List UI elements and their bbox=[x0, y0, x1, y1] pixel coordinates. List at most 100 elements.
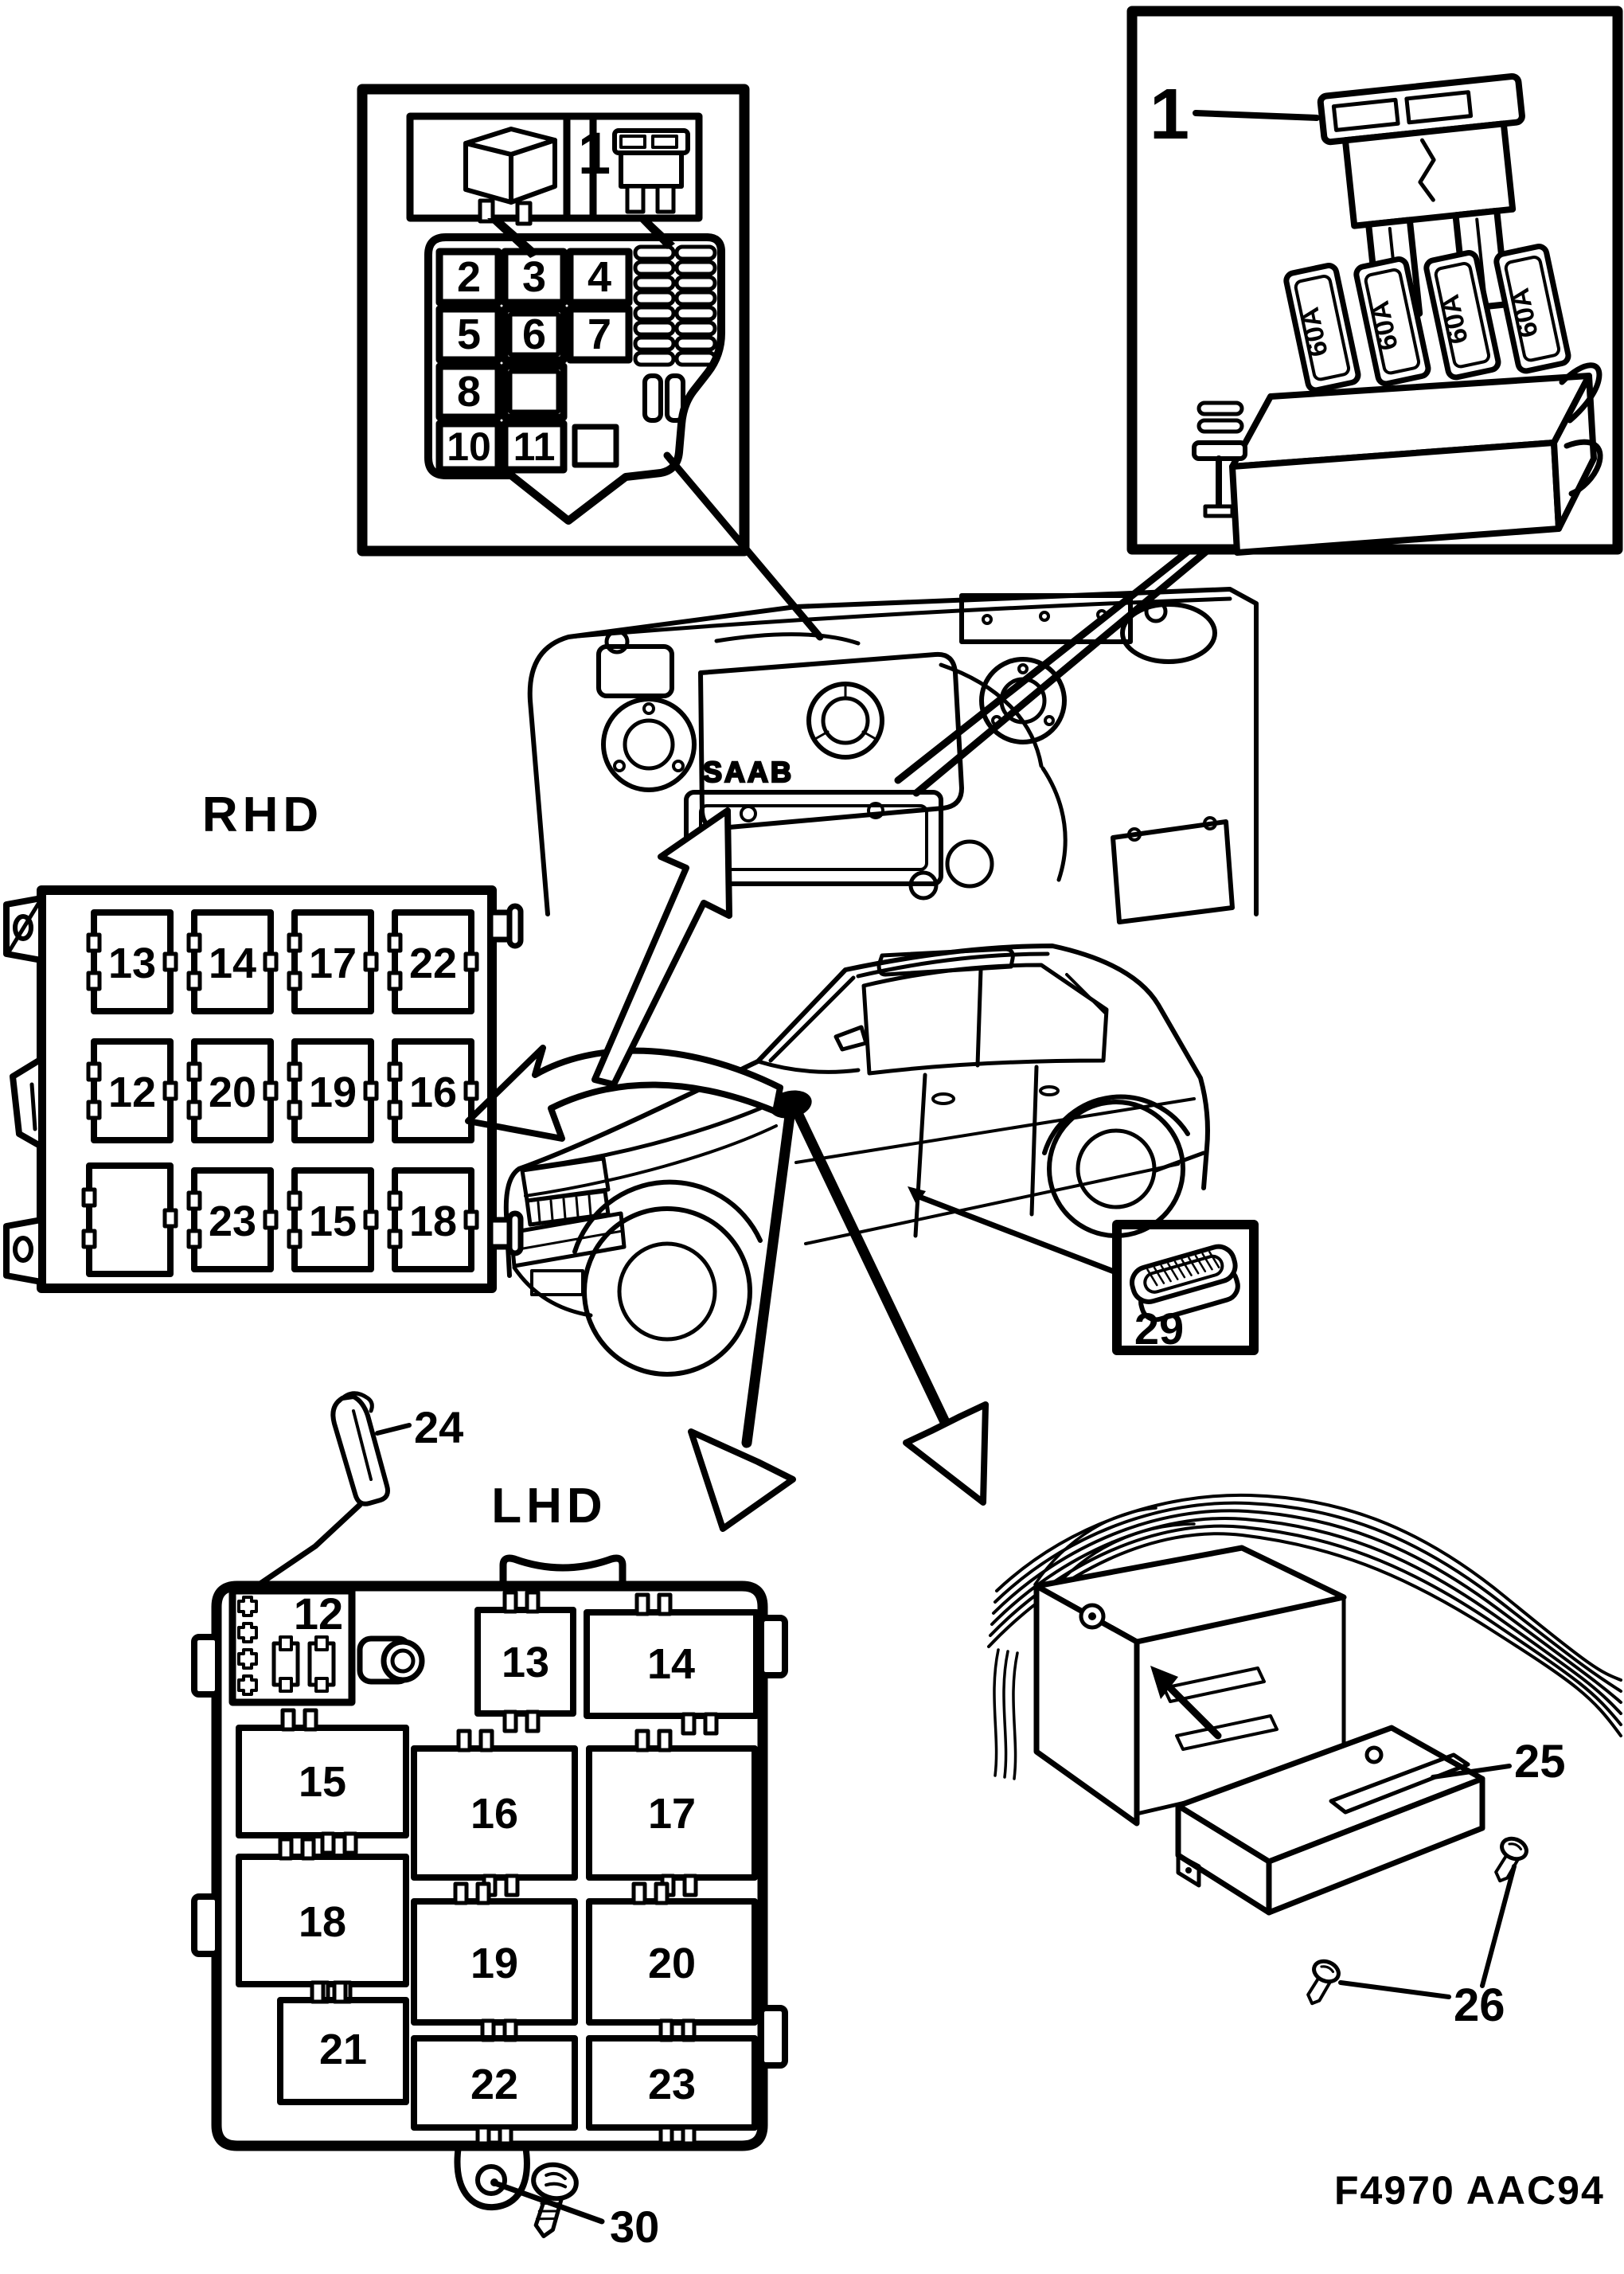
rhd-13: 13 bbox=[108, 940, 156, 987]
lhd-title: LHD bbox=[491, 1479, 607, 1534]
rhd-14: 14 bbox=[209, 940, 256, 987]
rhd-18: 18 bbox=[409, 1198, 457, 1245]
bay-relay-box bbox=[959, 593, 1133, 644]
lhd-14: 14 bbox=[647, 1640, 695, 1688]
fuse-callout-1: 1 bbox=[1150, 75, 1189, 154]
part-label-25: 25 bbox=[1514, 1736, 1566, 1788]
rhd-socket: 18 bbox=[387, 1167, 479, 1272]
ecu-bracket bbox=[1033, 1545, 1347, 1827]
wiring-harness bbox=[987, 1493, 1622, 1780]
rhd-socket: 22 bbox=[387, 909, 479, 1014]
relay-detail-box: 1 2 3 bbox=[357, 84, 750, 557]
callout-leader bbox=[1338, 1980, 1451, 1999]
callout-leader bbox=[1480, 1864, 1517, 1988]
hose bbox=[1040, 766, 1068, 882]
strut-tower-left bbox=[601, 697, 697, 792]
relay-slot-10: 10 bbox=[447, 424, 491, 469]
relay-panel-outline bbox=[424, 233, 725, 525]
lhd-16: 16 bbox=[470, 1790, 518, 1838]
rhd-socket: 19 bbox=[287, 1038, 379, 1143]
callout-leader bbox=[375, 1423, 412, 1436]
lhd-13: 13 bbox=[502, 1639, 549, 1686]
leader-to-relay-29 bbox=[908, 1186, 1119, 1276]
fuse-strip bbox=[633, 244, 717, 367]
relay-29-detail-box: 29 bbox=[1112, 1220, 1259, 1355]
relay-slot-3: 3 bbox=[522, 253, 546, 301]
lhd-20: 20 bbox=[648, 1940, 696, 1987]
lhd-socket: 17 bbox=[586, 1729, 758, 1897]
lhd-socket: 18 bbox=[236, 1837, 409, 2004]
relay-slot-6: 6 bbox=[522, 311, 546, 358]
holder-clamp bbox=[1192, 400, 1247, 518]
ecu-screw-icon bbox=[1306, 1959, 1341, 2006]
callout-leader bbox=[1431, 1764, 1512, 1780]
pulley bbox=[945, 839, 994, 889]
rhd-socket: 15 bbox=[287, 1167, 379, 1272]
rhd-title: RHD bbox=[202, 787, 323, 842]
insert-arrow-icon bbox=[1150, 1666, 1178, 1699]
rhd-12: 12 bbox=[108, 1069, 156, 1116]
relay-slot-2: 2 bbox=[457, 253, 481, 301]
callout-leader bbox=[492, 2180, 605, 2225]
lhd-socket: 21 bbox=[277, 1980, 409, 2105]
rhd-socket-empty bbox=[81, 1162, 178, 1277]
arrow-down-left-to-lhd-icon bbox=[688, 1104, 796, 1532]
arrow-up-to-engine-bay-icon bbox=[591, 807, 732, 1088]
pulley bbox=[908, 870, 939, 901]
side-tab bbox=[191, 1634, 221, 1698]
fuse-callout-1: 1 bbox=[578, 120, 611, 186]
relay-slot-7: 7 bbox=[588, 311, 611, 358]
ecu-screw-icon bbox=[1494, 1836, 1528, 1883]
callout-leader bbox=[1193, 110, 1320, 121]
rhd-16: 16 bbox=[409, 1069, 457, 1116]
washer-reservoir bbox=[596, 629, 674, 698]
ecu-module-icon bbox=[1175, 1725, 1485, 1916]
side-windows bbox=[861, 963, 1109, 1076]
mounting-bracket bbox=[3, 895, 45, 963]
grommet bbox=[357, 1635, 425, 1685]
lhd-fuse-block-12: 12 bbox=[228, 1587, 356, 1706]
rhd-15: 15 bbox=[309, 1198, 357, 1245]
maxi-fuse-detail-box: 1 60A 60A 60A 60A bbox=[894, 6, 1623, 797]
lhd-18: 18 bbox=[299, 1898, 346, 1946]
rhd-socket: 16 bbox=[387, 1038, 479, 1143]
lhd-15: 15 bbox=[299, 1758, 346, 1806]
blade-fuse-icon bbox=[612, 128, 690, 214]
part-label-30: 30 bbox=[610, 2202, 659, 2252]
front-wheel bbox=[572, 1179, 763, 1377]
side-tab bbox=[191, 1893, 221, 1957]
figure-code: F4970 AAC94 bbox=[1334, 2168, 1605, 2213]
ecu-assembly-illustration: 25 26 bbox=[987, 1493, 1622, 2031]
rhd-socket: 12 bbox=[86, 1038, 178, 1143]
relay-slot-8: 8 bbox=[457, 368, 481, 416]
bottom-tab bbox=[454, 2143, 530, 2211]
license-plate bbox=[530, 1269, 584, 1296]
door-handle bbox=[1039, 1085, 1060, 1096]
lhd-relay-panel: LHD 12 13 14 15 16 17 18 19 20 21 bbox=[191, 1391, 788, 2252]
lhd-socket: 23 bbox=[586, 2035, 758, 2146]
mounting-bracket bbox=[3, 1217, 45, 1285]
lhd-socket: 16 bbox=[411, 1729, 578, 1897]
hose bbox=[714, 632, 861, 646]
part-label-26: 26 bbox=[1454, 1979, 1505, 2031]
lhd-socket: 15 bbox=[236, 1708, 409, 1855]
relay-29-icon bbox=[1130, 1244, 1240, 1323]
lhd-socket: 13 bbox=[474, 1590, 576, 1733]
rhd-17: 17 bbox=[309, 940, 357, 987]
part-label-24: 24 bbox=[414, 1402, 463, 1452]
rhd-socket: 17 bbox=[287, 909, 379, 1014]
maxi-fuse-holder: 60A 60A 60A 60A bbox=[1192, 244, 1603, 556]
side-tab bbox=[758, 1615, 788, 1678]
rhd-19: 19 bbox=[309, 1069, 357, 1116]
clip-leader bbox=[245, 1502, 363, 1595]
engine-logo: SAAB bbox=[703, 756, 794, 788]
lhd-21: 21 bbox=[319, 2026, 367, 2073]
relay-slot-11: 11 bbox=[513, 424, 556, 469]
rhd-23: 23 bbox=[209, 1198, 256, 1245]
battery bbox=[1111, 816, 1235, 924]
relay-slot-5: 5 bbox=[457, 311, 481, 358]
lhd-socket: 19 bbox=[411, 1881, 578, 2042]
relay-slot-grid: 2 3 4 5 6 7 8 10 11 bbox=[435, 248, 633, 474]
rhd-relay-panel: RHD 13 14 17 22 12 20 19 16 23 15 18 bbox=[3, 787, 524, 1293]
car-illustration bbox=[503, 944, 1210, 1377]
